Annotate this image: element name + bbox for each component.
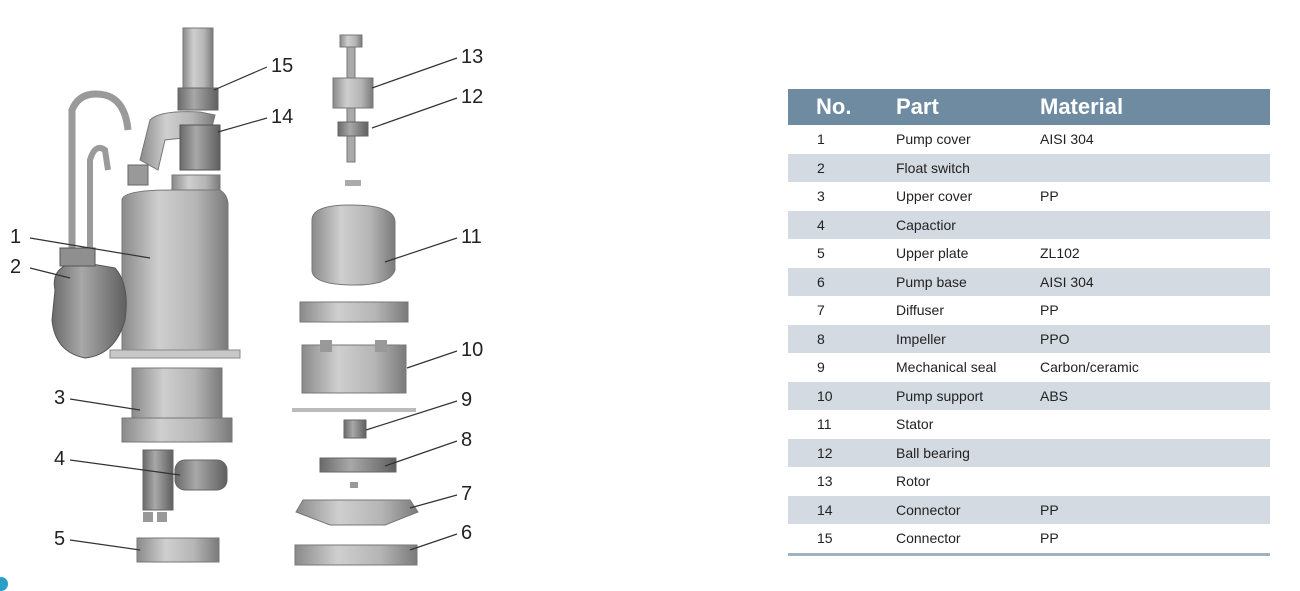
callout-9: 9 xyxy=(461,389,472,411)
diffuser xyxy=(295,499,419,526)
cell-no: 15 xyxy=(788,524,896,556)
discharge-pipe-connector xyxy=(177,27,219,111)
cell-material: AISI 304 xyxy=(1040,267,1270,296)
cell-part: Pump base xyxy=(896,267,1040,296)
cell-material: PPO xyxy=(1040,324,1270,353)
cell-no: 5 xyxy=(817,245,825,262)
cell-material xyxy=(1040,410,1270,439)
cell-part: Connector xyxy=(896,495,1040,524)
table-row: 13 Rotor xyxy=(788,467,1270,496)
cell-part: Capactior xyxy=(896,210,1040,239)
cell-no: 11 xyxy=(817,416,832,433)
callout-13: 13 xyxy=(461,46,483,68)
cell-material: ZL102 xyxy=(1040,245,1080,262)
corner-decoration xyxy=(0,577,8,591)
cell-material: AISI 304 xyxy=(1040,131,1094,148)
cell-part: Mechanical seal xyxy=(896,359,997,376)
float-switch-cable xyxy=(68,90,132,258)
cell-part: Stator xyxy=(896,416,934,433)
cell-no: 10 xyxy=(788,381,896,410)
callout-10: 10 xyxy=(461,339,483,361)
cell-no: 7 xyxy=(817,302,825,319)
mechanical-seal xyxy=(292,408,416,439)
capacitor xyxy=(142,449,228,522)
callout-3: 3 xyxy=(54,387,65,409)
callout-14: 14 xyxy=(271,106,293,128)
cell-no: 1 xyxy=(817,131,825,148)
cell-part: Rotor xyxy=(896,473,931,490)
cell-part: Upper cover xyxy=(896,188,973,205)
cell-part: Upper plate xyxy=(896,245,969,262)
cell-part: Diffuser xyxy=(896,302,944,319)
header-no: No. xyxy=(788,89,896,125)
callout-12: 12 xyxy=(461,86,483,108)
cell-part: Ball bearing xyxy=(896,438,1040,467)
cell-no: 13 xyxy=(817,473,833,490)
table-header: No. Part Material xyxy=(788,89,1270,125)
float-switch xyxy=(51,247,127,359)
impeller xyxy=(319,457,397,488)
cell-part: Pump support xyxy=(896,381,1040,410)
cell-no: 8 xyxy=(788,324,896,353)
cell-material xyxy=(1040,467,1270,496)
hose-connector xyxy=(127,111,221,186)
cell-no: 6 xyxy=(788,267,896,296)
table-row: 11 Stator xyxy=(788,410,1270,439)
header-part: Part xyxy=(896,89,1040,125)
cell-material xyxy=(1040,153,1270,182)
upper-plate xyxy=(136,537,220,563)
cell-material xyxy=(1040,438,1270,467)
pump-base xyxy=(294,544,418,566)
pump-support xyxy=(299,301,409,394)
table-row: 9 Mechanical seal Carbon/ceramic xyxy=(788,353,1270,382)
cell-no: 14 xyxy=(788,495,896,524)
cell-part: Impeller xyxy=(896,324,1040,353)
cell-no: 12 xyxy=(788,438,896,467)
cell-material: Carbon/ceramic xyxy=(1040,359,1139,376)
table-row: 3 Upper cover PP xyxy=(788,182,1270,211)
stator xyxy=(311,204,396,286)
header-material: Material xyxy=(1040,89,1270,125)
upper-cover xyxy=(121,367,233,443)
callout-15: 15 xyxy=(271,55,293,77)
cell-no: 3 xyxy=(817,188,825,205)
cell-no: 2 xyxy=(788,153,896,182)
rotor-shaft xyxy=(332,34,374,186)
callout-5: 5 xyxy=(54,528,65,550)
callout-2: 2 xyxy=(10,256,21,278)
cell-no: 9 xyxy=(817,359,825,376)
cell-part: Float switch xyxy=(896,153,1040,182)
table-row: 1 Pump cover AISI 304 xyxy=(788,125,1270,154)
cell-part: Connector xyxy=(896,524,1040,556)
table-row: 5 Upper plate ZL102 xyxy=(788,239,1270,268)
table-row: 7 Diffuser PP xyxy=(788,296,1270,325)
callout-1: 1 xyxy=(10,226,21,248)
cell-part: Pump cover xyxy=(896,131,971,148)
callout-7: 7 xyxy=(461,483,472,505)
cell-material: PP xyxy=(1040,302,1059,319)
cell-material: PP xyxy=(1040,188,1059,205)
cell-material: PP xyxy=(1040,524,1270,556)
callout-11: 11 xyxy=(461,226,482,248)
cell-material: ABS xyxy=(1040,381,1270,410)
callout-8: 8 xyxy=(461,429,472,451)
callout-4: 4 xyxy=(54,448,65,470)
callout-6: 6 xyxy=(461,522,472,544)
cell-material xyxy=(1040,210,1270,239)
cell-no: 4 xyxy=(788,210,896,239)
cell-material: PP xyxy=(1040,495,1270,524)
exploded-pump-diagram: 15 14 13 12 11 10 9 8 7 6 1 2 3 4 5 xyxy=(10,27,483,566)
pump-cover-body xyxy=(109,174,241,359)
